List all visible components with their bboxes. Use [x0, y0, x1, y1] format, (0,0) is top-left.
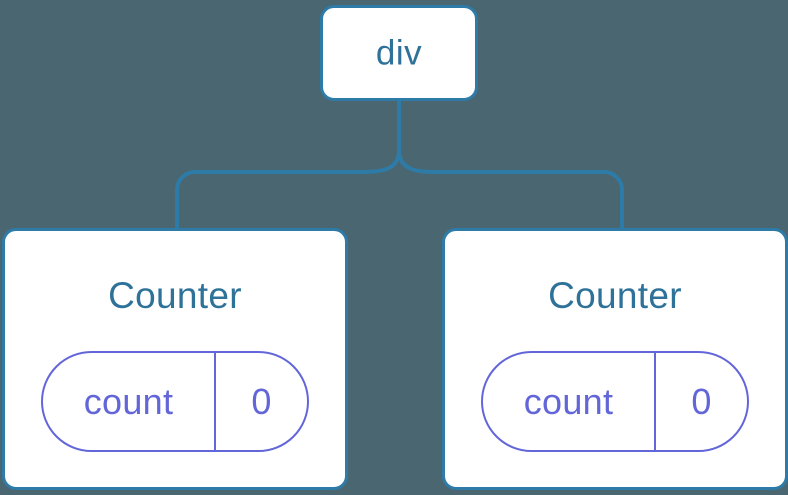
state-key-0: count [43, 353, 216, 450]
connector-left-branch [175, 149, 401, 232]
state-value-label-0: 0 [251, 380, 272, 422]
state-value-1: 0 [656, 353, 747, 450]
node-counter-0-label: Counter [108, 275, 242, 316]
node-div[interactable]: div [320, 5, 478, 101]
node-counter-0[interactable]: Counter count 0 [2, 228, 348, 490]
state-pill-1[interactable]: count 0 [481, 351, 749, 452]
state-key-label-0: count [83, 380, 174, 422]
state-key-1: count [483, 353, 656, 450]
state-pill-0[interactable]: count 0 [41, 351, 309, 452]
connector-right-branch [397, 101, 624, 232]
state-value-0: 0 [216, 353, 307, 450]
node-counter-1[interactable]: Counter count 0 [442, 228, 788, 490]
state-value-label-1: 0 [691, 380, 712, 422]
node-counter-1-label: Counter [548, 275, 682, 316]
node-div-label: div [375, 33, 423, 73]
state-key-label-1: count [523, 380, 614, 422]
